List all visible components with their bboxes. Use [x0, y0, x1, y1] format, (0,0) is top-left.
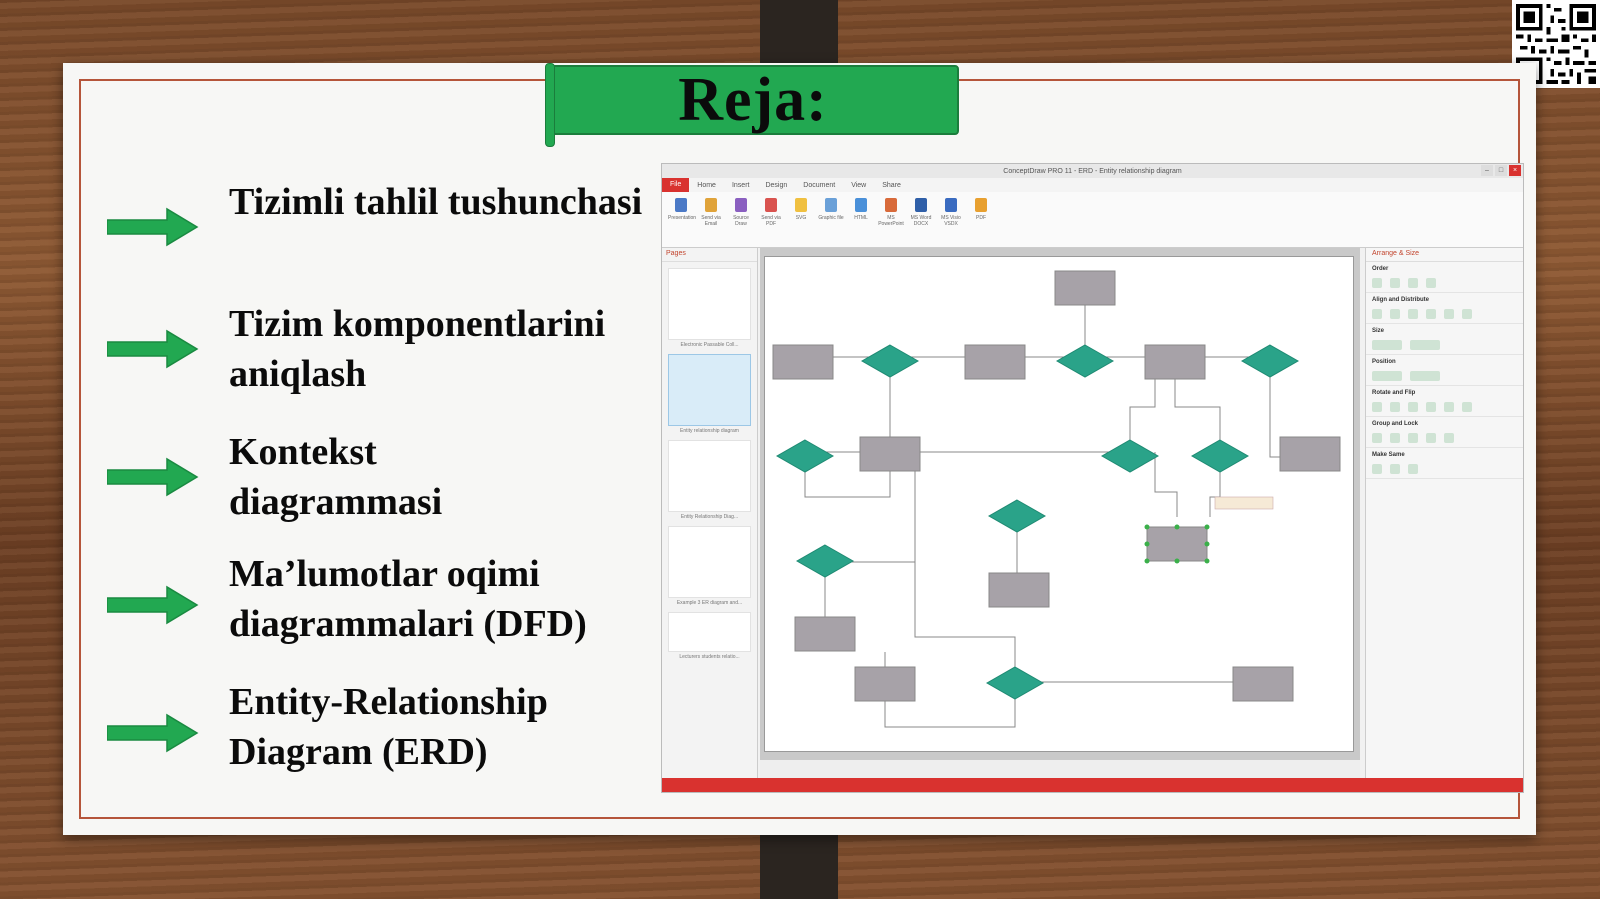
ribbon-button: MS PowerPoint — [878, 196, 904, 236]
agenda-item-3: Kontekst diagrammasi — [107, 431, 442, 523]
page-thumb — [668, 440, 751, 512]
agenda-item-1: Tizimli tahlil tushunchasi — [107, 181, 642, 247]
diagram-canvas — [760, 248, 1360, 760]
ribbon-button: MS Word DOCX — [908, 196, 934, 236]
minimize-icon: – — [1481, 165, 1493, 176]
erd-diagram — [764, 256, 1354, 752]
app-statusbar — [662, 778, 1523, 792]
ribbon-button: Send via Email — [698, 196, 724, 236]
ribbon-button: MS Visio VSDX — [938, 196, 964, 236]
page-tabs-bar — [760, 760, 1360, 778]
agenda-item-label: Tizim komponentlarini aniqlash — [229, 303, 606, 395]
menu-home: Home — [697, 181, 716, 189]
app-titlebar: ConceptDraw PRO 11 - ERD - Entity relati… — [662, 164, 1523, 178]
agenda-item-4: Ma’lumotlar oqimi diagrammalari (DFD) — [107, 553, 587, 645]
page-thumb-caption: Example 3 ER diagram and... — [676, 600, 743, 606]
pages-panel: Pages Electronic Passable Coll... Entity… — [662, 248, 758, 778]
ribbon-button: Source Draw — [728, 196, 754, 236]
arrange-section: Order — [1366, 262, 1523, 293]
window-controls: – □ × — [1481, 165, 1521, 176]
arrange-section: Rotate and Flip — [1366, 386, 1523, 417]
agenda-item-label: Tizimli tahlil tushunchasi — [229, 181, 643, 223]
page-thumb-caption: Electronic Passable Coll... — [680, 342, 739, 348]
slide-card: Reja: Tizimli tahlil tushunchasi Tizim k… — [63, 63, 1536, 835]
slide-title: Reja: — [678, 65, 828, 134]
arrow-right-icon — [107, 329, 199, 369]
app-window-title: ConceptDraw PRO 11 - ERD - Entity relati… — [1003, 167, 1182, 175]
page-thumb — [668, 612, 751, 652]
menu-view: View — [851, 181, 867, 189]
ribbon-button: Send via PDF — [758, 196, 784, 236]
page-thumb — [668, 526, 751, 598]
page-thumb-selected — [668, 354, 751, 426]
arrange-section: Position — [1366, 355, 1523, 386]
agenda-item-2: Tizim komponentlarini aniqlash — [107, 303, 605, 395]
menu-file: File — [662, 178, 690, 192]
menu-share: Share — [882, 181, 901, 189]
ribbon-button: SVG — [788, 196, 814, 236]
ribbon-button: Presentation — [668, 196, 696, 236]
ribbon-button: PDF — [968, 196, 994, 236]
arrange-section: Align and Distribute — [1366, 293, 1523, 324]
arrange-panel-title: Arrange & Size — [1366, 248, 1523, 262]
arrow-right-icon — [107, 713, 199, 753]
agenda-item-label: Entity-Relationship Diagram (ERD) — [229, 681, 548, 773]
ribbon-button: HTML — [848, 196, 874, 236]
agenda-item-label: Ma’lumotlar oqimi diagrammalari (DFD) — [229, 553, 587, 645]
pages-panel-title: Pages — [662, 248, 757, 262]
arrow-right-icon — [107, 207, 199, 247]
arrow-right-icon — [107, 457, 199, 497]
app-screenshot: ConceptDraw PRO 11 - ERD - Entity relati… — [661, 163, 1524, 793]
page-thumb-caption: Entity Relationship Diag... — [680, 514, 739, 520]
page-thumb — [668, 268, 751, 340]
menu-design: Design — [765, 181, 788, 189]
menu-document: Document — [803, 181, 836, 189]
app-menubar: File Home Insert Design Document View Sh… — [662, 178, 1523, 192]
page-thumb-caption: Entity relationship diagram — [680, 428, 739, 434]
page-thumb-caption: Lecturers students relatio... — [679, 654, 740, 660]
arrange-section: Group and Lock — [1366, 417, 1523, 448]
agenda-item-label: Kontekst diagrammasi — [229, 431, 443, 523]
close-icon: × — [1509, 165, 1521, 176]
agenda-item-5: Entity-Relationship Diagram (ERD) — [107, 681, 548, 773]
arrange-size-panel: Arrange & Size Order Align and Distribut… — [1365, 248, 1523, 778]
arrow-right-icon — [107, 585, 199, 625]
arrange-section: Size — [1366, 324, 1523, 355]
title-banner: Reja: — [545, 63, 959, 147]
maximize-icon: □ — [1495, 165, 1507, 176]
strap-top — [760, 0, 838, 66]
app-ribbon: Presentation Send via Email Source Draw … — [662, 192, 1523, 248]
menu-insert: Insert — [731, 181, 750, 189]
arrange-section: Make Same — [1366, 448, 1523, 479]
ribbon-button: Graphic file — [818, 196, 844, 236]
